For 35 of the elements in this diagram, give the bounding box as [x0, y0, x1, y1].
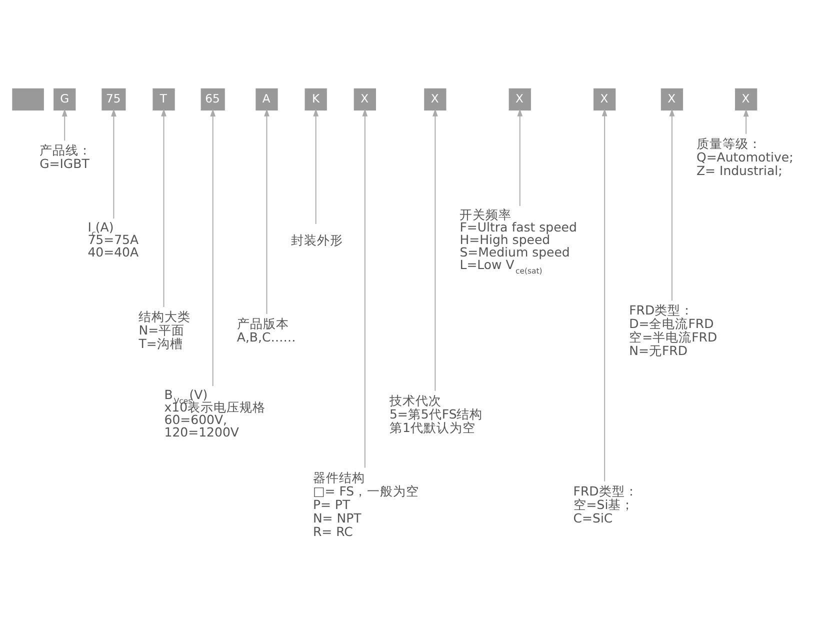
arrow: [432, 108, 438, 391]
node-text: 结构大类 N=平面 T=沟槽: [138, 308, 191, 351]
node-box: X: [660, 88, 684, 110]
arrow: [62, 108, 68, 141]
arrow: [602, 108, 608, 482]
node-text: 产品版本 A,B,C……: [236, 315, 296, 344]
node-box: K: [304, 88, 327, 110]
arrow: [111, 108, 116, 219]
node-text: 产品线： G=IGBT: [40, 142, 92, 171]
node-text: 技术代次 5=第5代FS结构 第1代默认为空: [389, 392, 483, 434]
node-text: 封装外形: [290, 232, 343, 248]
node-text: FRD类型： D=全电流FRD 空=半电流FRD N=无FRD: [629, 302, 718, 358]
node-box: X: [508, 88, 531, 110]
node-text: 质量等级： Q=Automotive; Z= Industrial;: [696, 135, 794, 178]
node-box: T: [152, 88, 175, 110]
node-box: [12, 88, 44, 110]
arrow: [362, 108, 368, 468]
node-text: 开关频率 F=Ultra fast speed H=High speed S=Medium speed L=Low V$_{ce(sat)}$: [460, 206, 577, 276]
node-text: FRD类型： 空=Si基； C=SiC: [573, 482, 638, 525]
node-box: X: [424, 88, 446, 110]
arrow: [517, 108, 523, 206]
node-box: A: [256, 88, 278, 110]
node-box: X: [354, 88, 376, 110]
node-text: 器件结构 □= FS，一般为空 P= PT N= NPT R= RC: [312, 469, 420, 538]
arrow: [210, 108, 216, 386]
node-box: 75: [102, 88, 126, 110]
node-box: G: [54, 88, 76, 110]
arrow: [161, 108, 166, 307]
node-box: X: [735, 88, 758, 110]
arrow: [313, 108, 319, 224]
node-box: X: [594, 88, 616, 110]
node-box: 65: [200, 88, 225, 110]
arrow: [743, 108, 749, 134]
arrow: [264, 108, 270, 314]
arrow: [669, 108, 675, 301]
